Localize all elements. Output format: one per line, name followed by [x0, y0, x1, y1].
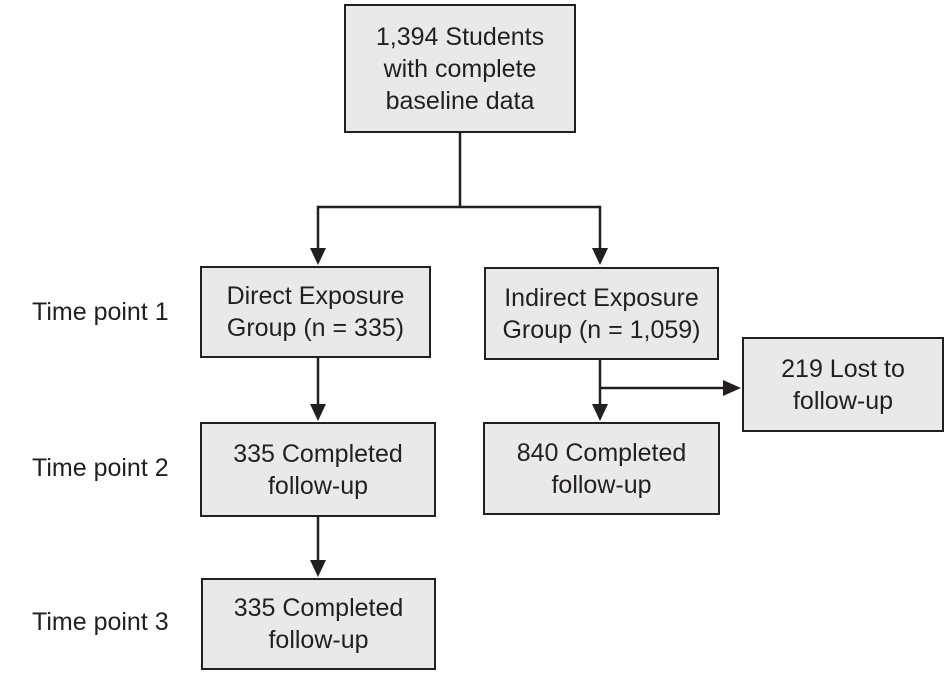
arrowhead-down-indirect-tp2	[592, 404, 608, 421]
baseline-box: 1,394 Students with complete baseline da…	[344, 4, 576, 133]
direct-exposure-group-box: Direct Exposure Group (n = 335)	[200, 266, 431, 358]
row-label-time-point-1: Time point 1	[32, 298, 169, 326]
indirect-tp2-completed-box: 840 Completed follow-up	[483, 422, 720, 515]
lost-to-followup-box: 219 Lost to follow-up	[742, 337, 944, 432]
arrowhead-down-right-branch	[592, 248, 608, 265]
direct-tp3-completed-box: 335 Completed follow-up	[201, 578, 436, 670]
row-label-time-point-2: Time point 2	[32, 454, 169, 482]
indirect-exposure-group-box: Indirect Exposure Group (n = 1,059)	[484, 267, 719, 360]
direct-tp2-completed-box: 335 Completed follow-up	[200, 422, 436, 517]
row-label-time-point-3: Time point 3	[32, 608, 169, 636]
arrowhead-down-left-branch	[310, 248, 326, 265]
arrowhead-down-direct-tp2	[310, 404, 326, 421]
arrowhead-right-lost	[723, 380, 741, 396]
arrowhead-down-direct-tp3	[310, 560, 326, 577]
